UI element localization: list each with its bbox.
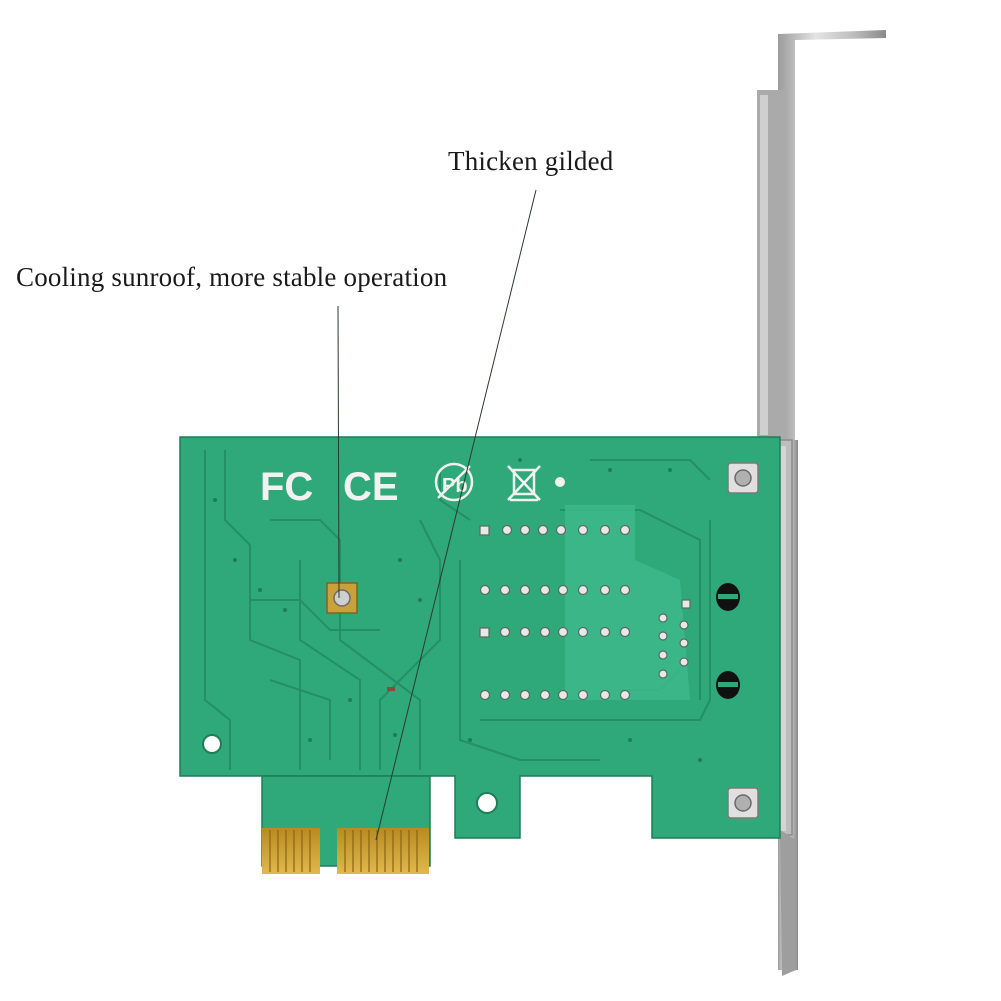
pb-mark: Pb: [442, 475, 468, 497]
pb-free-icon: [434, 462, 474, 502]
ce-mark: CE: [343, 465, 399, 509]
gold-fingers: [262, 828, 429, 874]
fcc-mark: FC: [260, 465, 313, 509]
bracket-screws: [727, 462, 759, 819]
callout-leader-lines: [337, 189, 537, 841]
mounting-hole: [476, 792, 498, 814]
weee-bin-icon: [507, 465, 541, 502]
certification-markings: FC CE Pb: [260, 462, 565, 509]
callout-cooling-label: Cooling sunroof, more stable operation: [16, 262, 448, 292]
callout-gilded-label: Thicken gilded: [448, 146, 614, 176]
status-leds: [716, 583, 740, 699]
mounting-hole: [202, 734, 222, 754]
pin-header-array: [479, 524, 691, 701]
cooling-sunroof-component: [326, 582, 358, 614]
